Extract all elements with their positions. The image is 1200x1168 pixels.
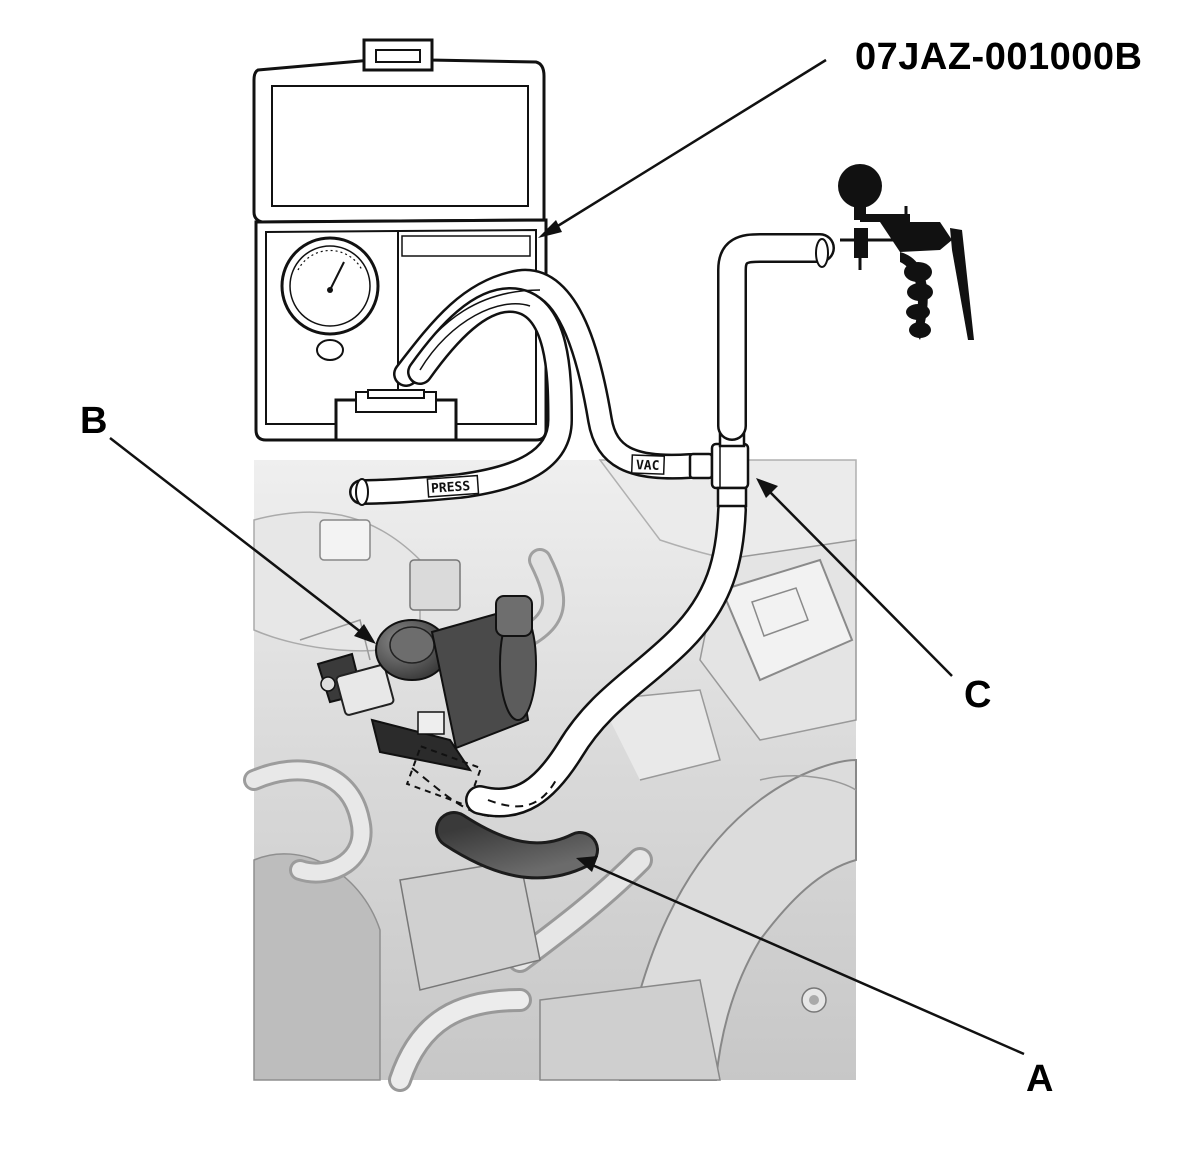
hose-tag-press: PRESS (431, 479, 471, 497)
callout-b-label: B (80, 400, 108, 442)
purge-control-solenoid-valve (316, 595, 537, 772)
tester-hoses: VAC PRESS (349, 268, 703, 506)
vacuum-hose-to-valve (465, 495, 747, 818)
hose-tag-vac: VAC (636, 458, 660, 474)
tool-part-number: 07JAZ-001000B (855, 36, 1143, 78)
vacuum-pressure-gauge-case (252, 38, 548, 442)
hose-a (405, 744, 599, 880)
hose-to-hand-pump (717, 233, 835, 441)
engine-bay-illustration (243, 459, 857, 1092)
callout-leaders (109, 58, 1025, 1056)
callout-c-label: C (964, 674, 992, 716)
callout-a-label: A (1026, 1058, 1054, 1100)
hand-vacuum-pump (838, 164, 974, 340)
